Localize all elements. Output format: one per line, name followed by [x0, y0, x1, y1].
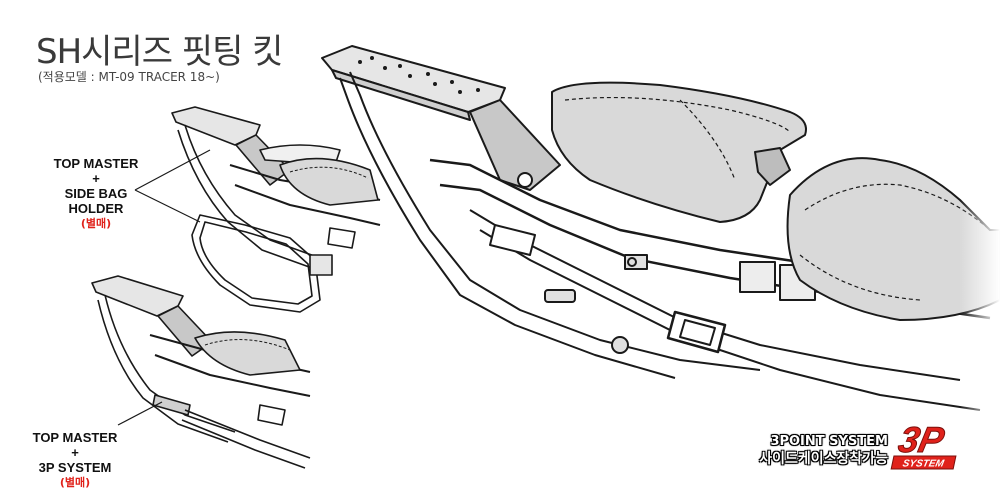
callout-line: + [92, 171, 100, 186]
callout-line: + [71, 445, 79, 460]
callout-line: TOP MASTER [32, 430, 118, 445]
page-title: SH시리즈 핏팅 킷 [36, 32, 283, 72]
sold-separately-note: (별매) [80, 217, 112, 230]
callout-lines [117, 149, 211, 426]
3point-system-label: 3POINT SYSTEM [770, 434, 888, 449]
callout-line: 3P SYSTEM [38, 460, 112, 475]
3point-system-caption: 3POINT SYSTEM 사이드케이스장착가능 [759, 434, 888, 468]
callout-line: TOP MASTER [53, 156, 139, 171]
callout-line: HOLDER [68, 201, 124, 216]
3p-system-logo: 3P SYSTEM [890, 419, 957, 470]
logo-3p-text: 3P [895, 419, 948, 460]
logo-system-text: SYSTEM [902, 459, 946, 470]
applicable-model-subtitle: (적용모델 : MT-09 TRACER 18~) [38, 70, 220, 84]
callout-3p-system: TOP MASTER + 3P SYSTEM (별매) [25, 430, 125, 490]
3p-system-drawing [91, 275, 311, 469]
side-case-mountable-label: 사이드케이스장착가능 [759, 451, 888, 467]
callout-line: SIDE BAG [64, 186, 128, 201]
main-rack-drawing [321, 45, 1000, 411]
side-bag-holder-drawing [171, 106, 381, 313]
callout-side-bag-holder: TOP MASTER + SIDE BAG HOLDER (별매) [50, 156, 142, 231]
sold-separately-note: (별매) [59, 476, 91, 489]
